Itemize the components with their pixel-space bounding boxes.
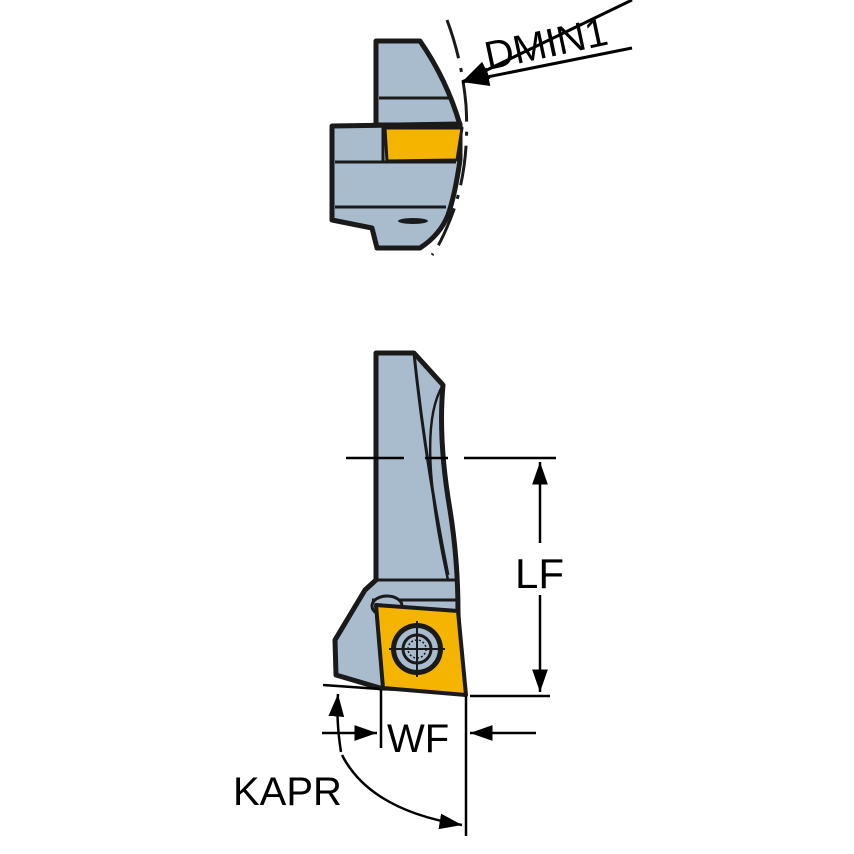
dmin-arc <box>430 19 469 256</box>
insert-top-view <box>383 126 464 163</box>
lf-dimension: LF <box>346 456 564 698</box>
top-view <box>329 19 469 256</box>
wf-dimension: WF <box>322 690 536 836</box>
wf-label: WF <box>387 717 449 761</box>
lf-label: LF <box>515 550 564 597</box>
clamp-screw-icon <box>389 621 445 677</box>
dmin-label: DMIN1 <box>481 10 612 79</box>
dmin-dimension: DMIN1 <box>461 0 633 86</box>
cartridge-upper-body <box>373 38 463 128</box>
kapr-dimension: KAPR <box>233 683 463 830</box>
kapr-label: KAPR <box>233 770 342 814</box>
side-view <box>332 350 468 697</box>
